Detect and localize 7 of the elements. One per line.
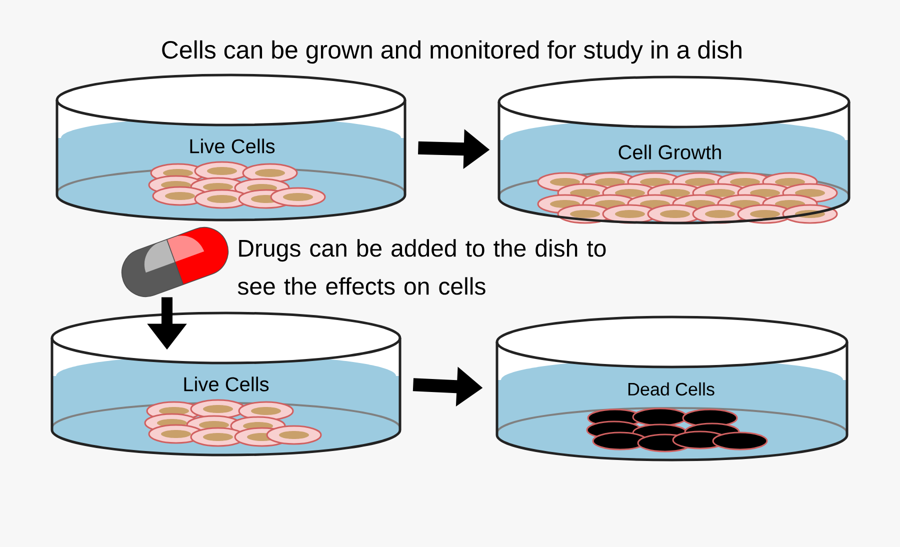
petri-dish: Live Cells xyxy=(190,138,275,154)
petri-dish: Cell Growth xyxy=(618,144,721,160)
note: Drugs can be added to the dish to see the effects on cells xyxy=(238,239,606,295)
title: Cells can be grown and monitored for study in a dish xyxy=(162,40,742,64)
capsule-drawing xyxy=(122,227,229,297)
petri-dish: Live Cells xyxy=(184,376,269,392)
petri-dish: Dead Cells xyxy=(628,382,714,396)
